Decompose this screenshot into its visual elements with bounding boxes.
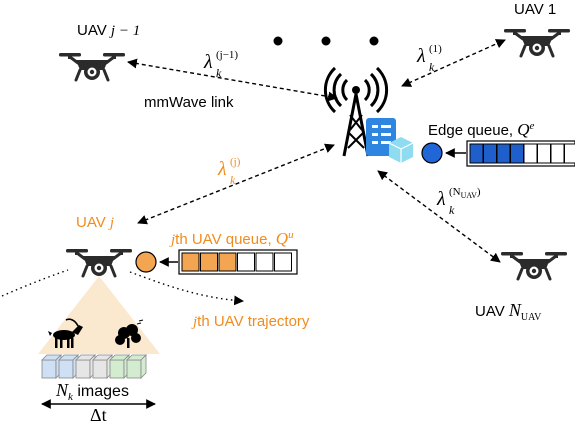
queue-slot [550, 143, 565, 164]
queue-slot [274, 252, 292, 272]
edge-server-icon [366, 118, 414, 163]
goat-icon [48, 318, 83, 348]
image-frame [75, 354, 96, 379]
queue-slot [564, 143, 575, 164]
ellipsis-dots [273, 36, 379, 46]
image-frame [41, 354, 62, 379]
edge-queue-server [421, 142, 443, 164]
queue-slot [181, 252, 200, 272]
delta-t-label: Δt [90, 405, 107, 425]
image-frame [126, 354, 147, 379]
link-uav-j [137, 143, 335, 225]
link-uav-n [377, 170, 501, 263]
queue-slot [483, 143, 497, 164]
uav-queue [135, 249, 298, 275]
image-stack [41, 354, 147, 379]
queue-slot [510, 143, 524, 164]
drone-icon [499, 250, 569, 281]
image-frame [109, 354, 130, 379]
lambda-jm1-label: λ (j−1) k [204, 49, 239, 80]
uav-j-label: UAV j [76, 214, 115, 231]
uav-queue-server [135, 251, 157, 273]
images-label: Nk images [56, 380, 129, 404]
uav-queue-label: jth UAV queue, Qu [171, 229, 294, 248]
mmwave-link-label: mmWave link [144, 94, 234, 111]
trajectory-label: jth UAV trajectory [193, 313, 310, 330]
lambda-1-label: λ (1) k [417, 43, 442, 74]
image-frame [58, 354, 79, 379]
queue-slot [469, 143, 484, 164]
drone-icon [57, 51, 127, 82]
drone-icon [502, 27, 572, 58]
edge-queue-label: Edge queue, Qe [428, 120, 535, 139]
queue-slot [496, 143, 511, 164]
edge-queue-slots [469, 143, 575, 164]
queue-slot [237, 252, 255, 272]
lambda-j-label: λ (j) k [218, 156, 241, 187]
link-uav-1 [401, 39, 506, 87]
uav-1-label: UAV 1 [514, 1, 557, 18]
edge-queue [421, 140, 575, 167]
queue-slot [200, 252, 218, 272]
uav-queue-slots [181, 252, 292, 272]
lambda-n-label: λ (NUAV) k [437, 186, 481, 217]
uav-n-label: UAV NUAV [475, 300, 542, 323]
mmwave-links [127, 39, 506, 263]
uav-trajectory [1, 269, 244, 306]
queue-slot [537, 143, 551, 164]
queue-slot [218, 252, 237, 272]
uav-jm1-label: UAV j − 1 [77, 22, 141, 39]
drone-icon [64, 247, 134, 278]
tree-icon [115, 319, 144, 348]
link-uav-jm1 [127, 58, 338, 102]
queue-slot [255, 252, 274, 272]
queue-slot [523, 143, 538, 164]
image-frame [92, 354, 113, 379]
